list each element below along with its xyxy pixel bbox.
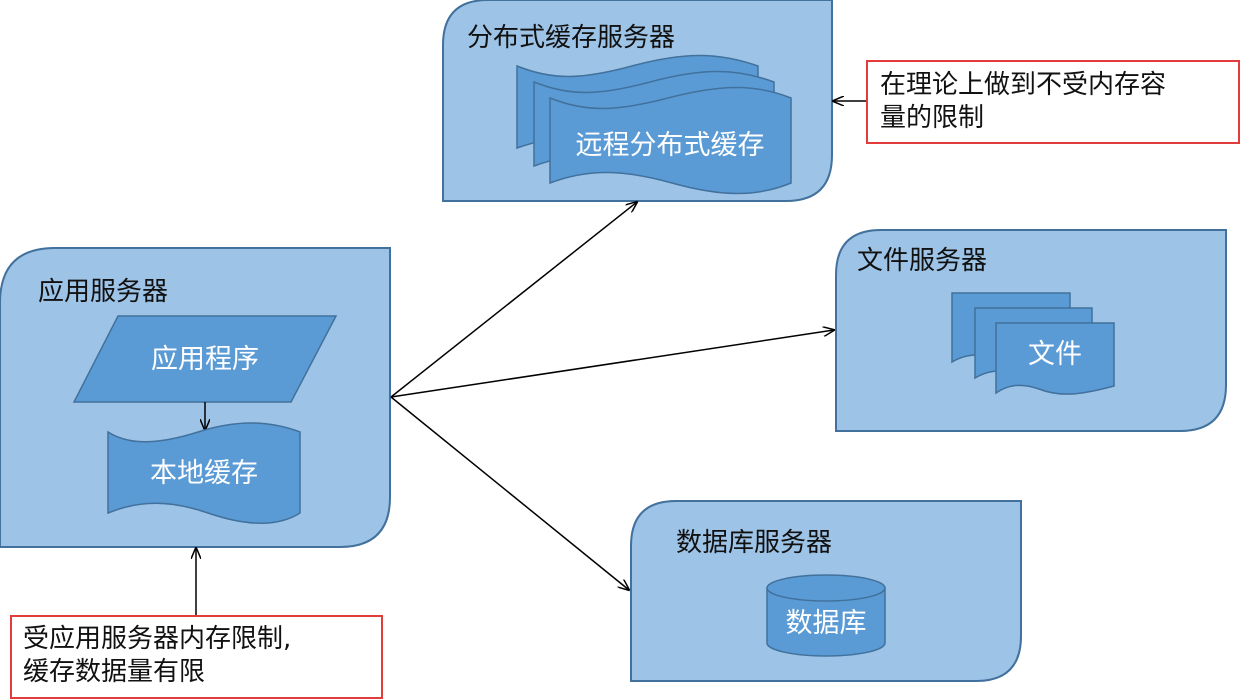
file-shape bbox=[995, 322, 1115, 395]
file-server-title: 文件服务器 bbox=[857, 246, 987, 276]
remote-cache-label: 远程分布式缓存 bbox=[576, 130, 765, 161]
database-label: 数据库 bbox=[786, 608, 867, 639]
local-cache-note-line-2: 缓存数据量有限 bbox=[23, 657, 206, 687]
database-top bbox=[766, 574, 886, 602]
arrow-to-file-server bbox=[390, 330, 834, 398]
local-cache-label: 本地缓存 bbox=[150, 458, 258, 489]
dist-cache-note: 在理论上做到不受内存容 量的限制 bbox=[866, 60, 1240, 144]
arrow-to-db-server bbox=[390, 396, 629, 590]
local-cache-shape bbox=[107, 422, 301, 524]
dist-cache-note-line-1: 在理论上做到不受内存容 bbox=[880, 70, 1167, 100]
dist-cache-note-line-2: 量的限制 bbox=[880, 103, 985, 133]
db-server-title: 数据库服务器 bbox=[676, 528, 832, 558]
remote-cache-shape bbox=[549, 86, 792, 195]
arrow-to-dist-cache bbox=[390, 202, 637, 398]
app-program-shape bbox=[72, 315, 338, 403]
local-cache-note: 受应用服务器内存限制, 缓存数据量有限 bbox=[10, 615, 383, 699]
dist-cache-server-title: 分布式缓存服务器 bbox=[467, 23, 675, 53]
database-shape bbox=[766, 587, 886, 657]
app-server-title: 应用服务器 bbox=[38, 277, 168, 307]
file-label: 文件 bbox=[1028, 339, 1082, 370]
app-program-label: 应用程序 bbox=[151, 344, 259, 375]
local-cache-note-line-1: 受应用服务器内存限制, bbox=[23, 624, 292, 654]
